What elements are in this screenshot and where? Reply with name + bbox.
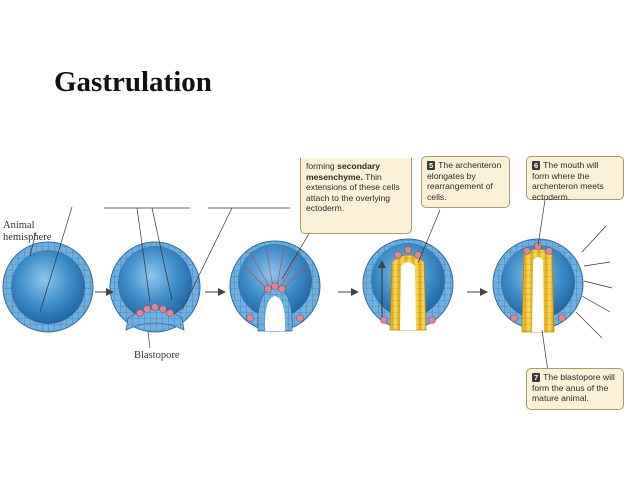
step-5-text: The archenteron elongates by rearrangeme… bbox=[427, 160, 502, 202]
embryo-stage-5 bbox=[492, 225, 613, 339]
animal-hemisphere-label: Animal hemisphere bbox=[3, 220, 52, 243]
embryo-stage-3 bbox=[229, 240, 321, 332]
step-7-number: 7 bbox=[532, 373, 541, 382]
step-5-number: 5 bbox=[427, 161, 436, 170]
embryo-stage-1 bbox=[2, 241, 94, 333]
slide-title: Gastrulation bbox=[54, 66, 212, 98]
mesenchyme-text-bold: secondary mesenchyme. bbox=[306, 161, 381, 182]
blastopore-label: Blastopore bbox=[134, 350, 180, 361]
step-6-number: 6 bbox=[532, 161, 541, 170]
animal-hemisphere-leader bbox=[29, 231, 37, 257]
step-7-text: The blastopore will form the anus of the… bbox=[532, 372, 615, 404]
step-6-text: The mouth will form where the archentero… bbox=[532, 160, 604, 202]
embryo-stage-2 bbox=[109, 241, 201, 333]
mesenchyme-callout: forming secondary mesenchyme. Thin exten… bbox=[300, 158, 412, 234]
leader-lines bbox=[39, 199, 549, 373]
embryo-stage-4 bbox=[362, 238, 454, 331]
mesenchyme-text-post: Thin extensions of these cells attach to… bbox=[306, 171, 400, 214]
mesenchyme-text-pre: forming bbox=[306, 161, 338, 171]
